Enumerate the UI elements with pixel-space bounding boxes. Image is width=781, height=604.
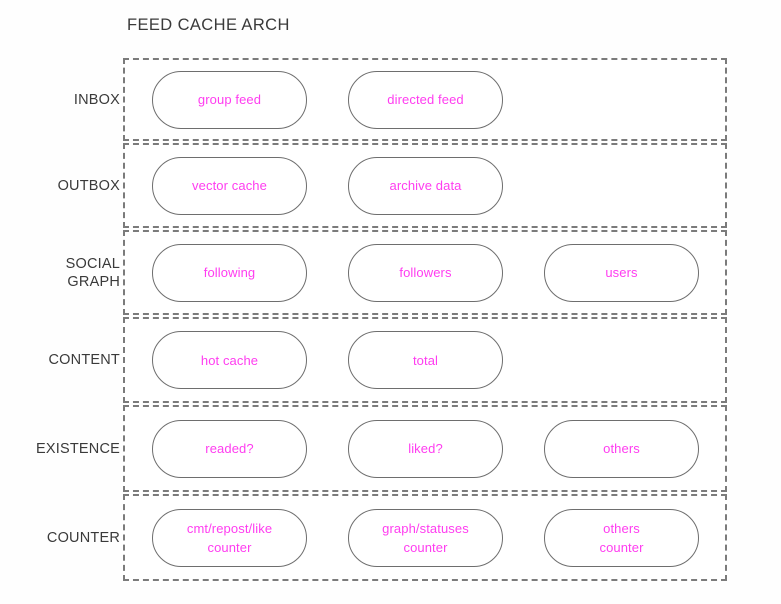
layer-label: CONTENT <box>48 352 120 368</box>
layer-label: OUTBOX <box>57 177 120 194</box>
architecture-layer-row: CONTENT hot cache total <box>0 317 781 403</box>
layer-node-track: vector cache archive data <box>123 143 727 228</box>
cache-node[interactable]: graph/statuses counter <box>348 508 503 567</box>
architecture-layer-row: OUTBOX vector cache archive data <box>0 143 781 228</box>
cache-node[interactable]: hot cache <box>152 331 307 389</box>
cache-node[interactable]: liked? <box>348 419 503 478</box>
layer-label: COUNTER <box>46 529 120 546</box>
cache-node[interactable]: group feed <box>152 70 307 129</box>
cache-node[interactable]: others <box>544 419 699 478</box>
cache-node[interactable]: vector cache <box>152 156 307 215</box>
architecture-layer-row: COUNTER cmt/repost/like counter graph/stat… <box>0 494 781 581</box>
layer-label: INBOX <box>73 91 120 108</box>
cache-node[interactable]: readed? <box>152 419 307 478</box>
layer-node-track: hot cache total <box>123 317 727 403</box>
layer-node-track: group feed directed feed <box>123 58 727 141</box>
cache-node[interactable]: followers <box>348 243 503 302</box>
cache-node[interactable]: others counter <box>544 508 699 567</box>
architecture-layer-row: EXISTENCE readed? liked? others <box>0 405 781 492</box>
layer-node-track: cmt/repost/like counter graph/statuses co… <box>123 494 727 581</box>
architecture-layer-row: SOCIAL GRAPH following followers users <box>0 230 781 315</box>
cache-node[interactable]: users <box>544 243 699 302</box>
cache-node[interactable]: directed feed <box>348 70 503 129</box>
cache-node[interactable]: cmt/repost/like counter <box>152 508 307 567</box>
cache-node[interactable]: archive data <box>348 156 503 215</box>
cache-node[interactable]: following <box>152 243 307 302</box>
layer-label: EXISTENCE <box>36 440 120 457</box>
layer-node-track: readed? liked? others <box>123 405 727 492</box>
architecture-layer-row: INBOX group feed directed feed <box>0 58 781 141</box>
cache-node[interactable]: total <box>348 331 503 389</box>
page-title: FEED CACHE ARCH <box>127 16 290 34</box>
layer-node-track: following followers users <box>123 230 727 315</box>
layer-label: SOCIAL GRAPH <box>65 255 120 290</box>
